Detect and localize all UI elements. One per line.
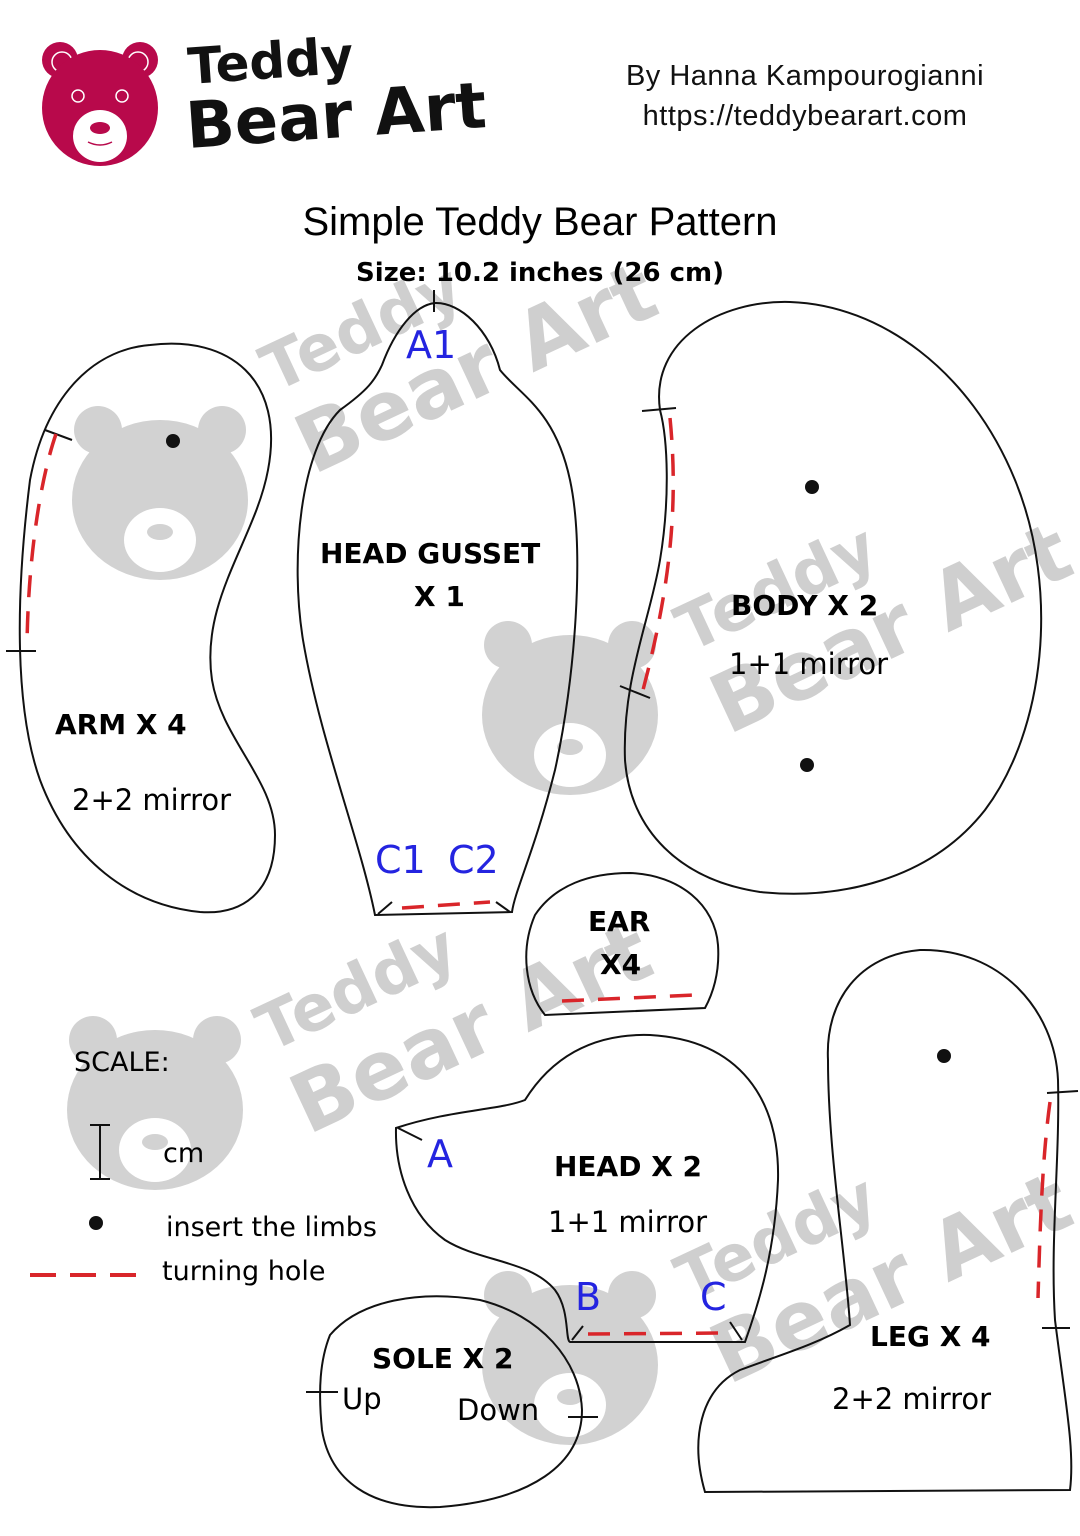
leg-count: 2+2 mirror	[832, 1382, 992, 1416]
scale-label: SCALE:	[74, 1047, 170, 1078]
leg-outline	[697, 948, 1073, 1494]
sole-outline	[319, 1295, 584, 1509]
dash-line-icon	[30, 1273, 146, 1277]
dot-legend-label: insert the limbs	[166, 1212, 377, 1243]
mark-b: B	[575, 1275, 602, 1319]
ear-label: EAR	[588, 905, 651, 938]
limb-dots	[166, 434, 951, 1063]
head-gusset-label: HEAD GUSSET	[320, 537, 541, 570]
mark-c2: C2	[448, 838, 499, 882]
sole-up-label: Up	[342, 1382, 382, 1416]
mark-a1: A1	[406, 323, 457, 367]
notch-marks	[6, 290, 1079, 1418]
sole-label: SOLE X 2	[372, 1342, 514, 1375]
head-label: HEAD X 2	[554, 1150, 703, 1183]
ear-outline	[525, 871, 720, 1017]
logo-bear-icon	[38, 38, 162, 168]
head-outline	[394, 1033, 780, 1343]
body-outline	[623, 300, 1043, 895]
mark-c1: C1	[375, 838, 426, 882]
scale-unit: cm	[163, 1138, 205, 1169]
mark-c: C	[700, 1275, 727, 1319]
arm-count: 2+2 mirror	[72, 783, 232, 817]
scale-bar-icon	[90, 1124, 110, 1180]
watermark-bear-icon	[72, 406, 248, 580]
head-gusset-outline	[296, 301, 579, 917]
turning-hole-dashes	[25, 417, 1052, 1336]
leg-label: LEG X 4	[870, 1320, 991, 1353]
head-count: 1+1 mirror	[548, 1205, 708, 1239]
author-name: By Hanna Kampourogianni	[625, 60, 985, 92]
arm-outline	[18, 342, 277, 914]
arm-label: ARM X 4	[55, 708, 187, 741]
sole-down-label: Down	[457, 1393, 540, 1427]
limb-dot-icon	[89, 1216, 103, 1230]
body-count: 1+1 mirror	[729, 647, 889, 681]
mark-a: A	[427, 1132, 453, 1176]
website-link[interactable]: https://teddybearart.com	[642, 100, 968, 132]
pattern-size: Size: 10.2 inches (26 cm)	[355, 258, 725, 288]
page-title: Simple Teddy Bear Pattern	[302, 200, 778, 244]
head-gusset-count: X 1	[414, 580, 465, 613]
body-label: BODY X 2	[731, 589, 879, 622]
dash-legend-label: turning hole	[162, 1256, 326, 1287]
ear-count: X4	[600, 948, 642, 981]
